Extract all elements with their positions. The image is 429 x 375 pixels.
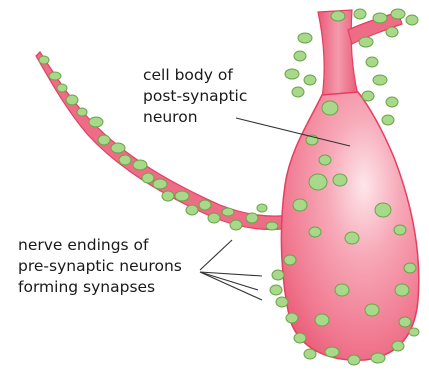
nerve-endings-label-line-1: nerve endings of <box>18 235 182 256</box>
nerve-endings-label-line-3: forming synapses <box>18 277 182 298</box>
cell-body-label-line-3: neuron <box>143 107 247 128</box>
nerve-endings-label: nerve endings of pre-synaptic neurons fo… <box>18 235 182 298</box>
nerve-ending-pointer-4 <box>200 272 262 300</box>
nerve-ending-pointer-1 <box>200 240 232 270</box>
cell-body-label-line-2: post-synaptic <box>143 86 247 107</box>
apical-trunk <box>318 10 358 98</box>
cell-body-label: cell body of post-synaptic neuron <box>143 65 247 128</box>
cell-body-label-line-1: cell body of <box>143 65 247 86</box>
nerve-endings-label-line-2: pre-synaptic neurons <box>18 256 182 277</box>
